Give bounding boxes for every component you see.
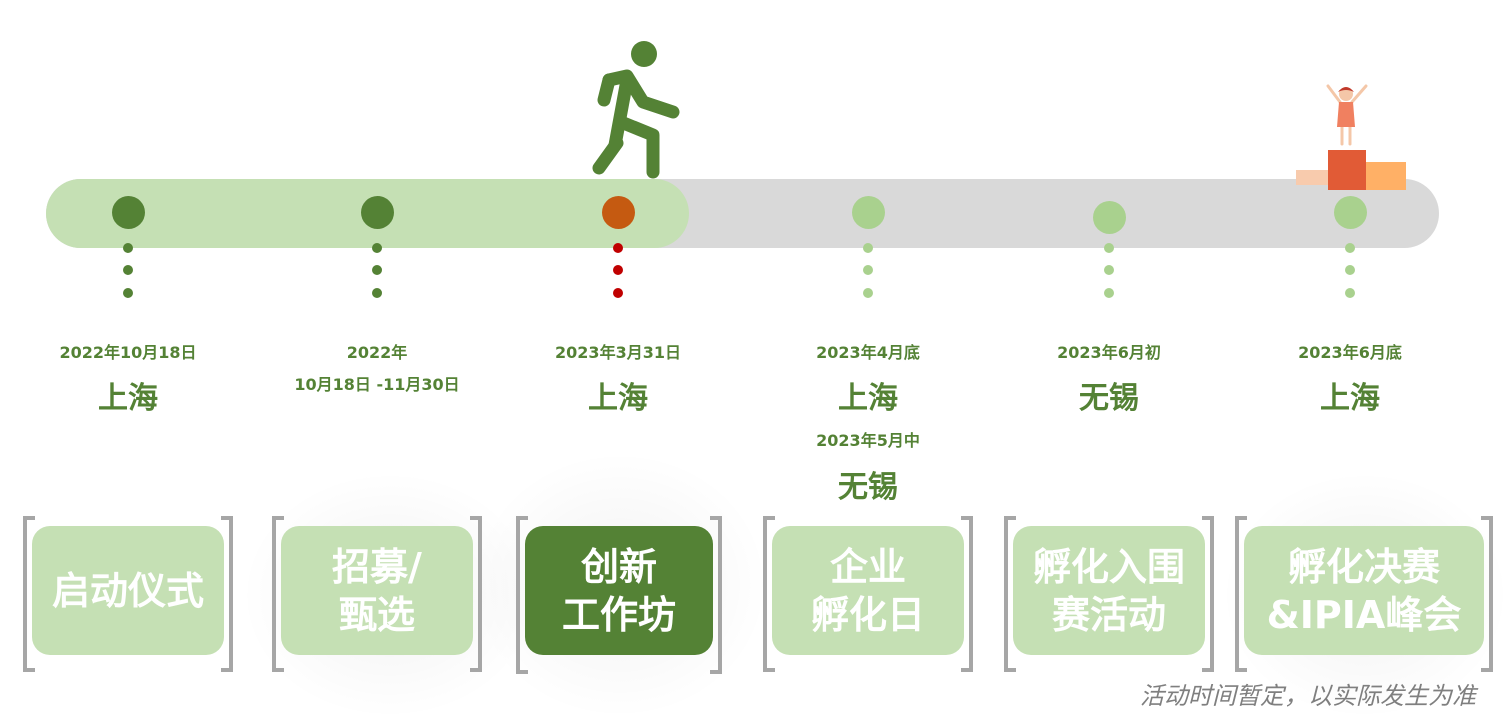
milestone-node (361, 196, 394, 229)
right-bracket (1202, 516, 1214, 672)
milestone-date: 2022年10月18日 (59, 343, 197, 362)
right-bracket (961, 516, 973, 672)
left-bracket (272, 516, 284, 672)
milestone-node (1093, 201, 1126, 234)
milestone-second-city: 无锡 (838, 470, 898, 505)
right-bracket (470, 516, 482, 672)
stage-card-launch: 启动仪式 (32, 526, 224, 655)
left-bracket (763, 516, 775, 672)
walking-person-icon (592, 41, 680, 179)
stage-card-semifinal: 孵化入围 赛活动 (1013, 526, 1205, 655)
left-bracket (1004, 516, 1016, 672)
stage-card-incubation-day: 企业 孵化日 (772, 526, 964, 655)
stage-card-frame: 启动仪式 (23, 516, 233, 672)
milestone-city: 上海 (1320, 381, 1380, 416)
milestone-city: 上海 (98, 381, 158, 416)
milestone-date: 2023年6月底 (1298, 343, 1402, 362)
stage-card-frame: 孵化入围 赛活动 (1004, 516, 1214, 672)
milestone-second-date: 2023年5月中 (816, 431, 920, 450)
left-bracket (23, 516, 35, 672)
milestone-node (112, 196, 145, 229)
stage-card-frame: 企业 孵化日 (763, 516, 973, 672)
milestone-node-current (602, 196, 635, 229)
milestone-date: 2022年 (346, 343, 408, 362)
right-bracket (710, 516, 722, 674)
right-bracket (1481, 516, 1493, 672)
stage-card-frame-active: 创新 工作坊 (516, 516, 722, 674)
right-bracket (221, 516, 233, 672)
left-bracket (516, 516, 528, 674)
stage-card-recruit: 招募/ 甄选 (281, 526, 473, 655)
milestone-date: 2023年6月初 (1057, 343, 1161, 362)
milestone-city: 上海 (838, 381, 898, 416)
stage-card-frame: 孵化决赛 &IPIA峰会 (1235, 516, 1493, 672)
milestone-date-range: 10月18日 -11月30日 (294, 375, 460, 394)
stage-card-final: 孵化决赛 &IPIA峰会 (1244, 526, 1484, 655)
milestone-date: 2023年3月31日 (555, 343, 681, 362)
milestone-city: 上海 (588, 381, 648, 416)
milestone-city: 无锡 (1079, 381, 1139, 416)
milestone-node (1334, 196, 1367, 229)
left-bracket (1235, 516, 1247, 672)
stage-card-workshop: 创新 工作坊 (525, 526, 713, 655)
podium-winner-icon (1296, 84, 1406, 190)
disclaimer-note: 活动时间暂定，以实际发生为准 (1140, 682, 1476, 710)
milestone-date: 2023年4月底 (816, 343, 920, 362)
stage-card-frame: 招募/ 甄选 (272, 516, 482, 672)
milestone-node (852, 196, 885, 229)
